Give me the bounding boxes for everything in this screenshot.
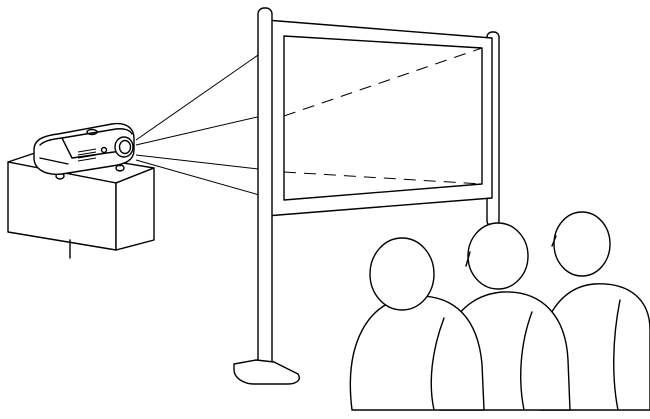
audience-icon	[349, 211, 650, 411]
audience-member-left	[349, 237, 485, 411]
projector-icon	[33, 122, 135, 180]
screen-surface	[283, 35, 483, 201]
projection-screen-icon	[233, 7, 500, 385]
